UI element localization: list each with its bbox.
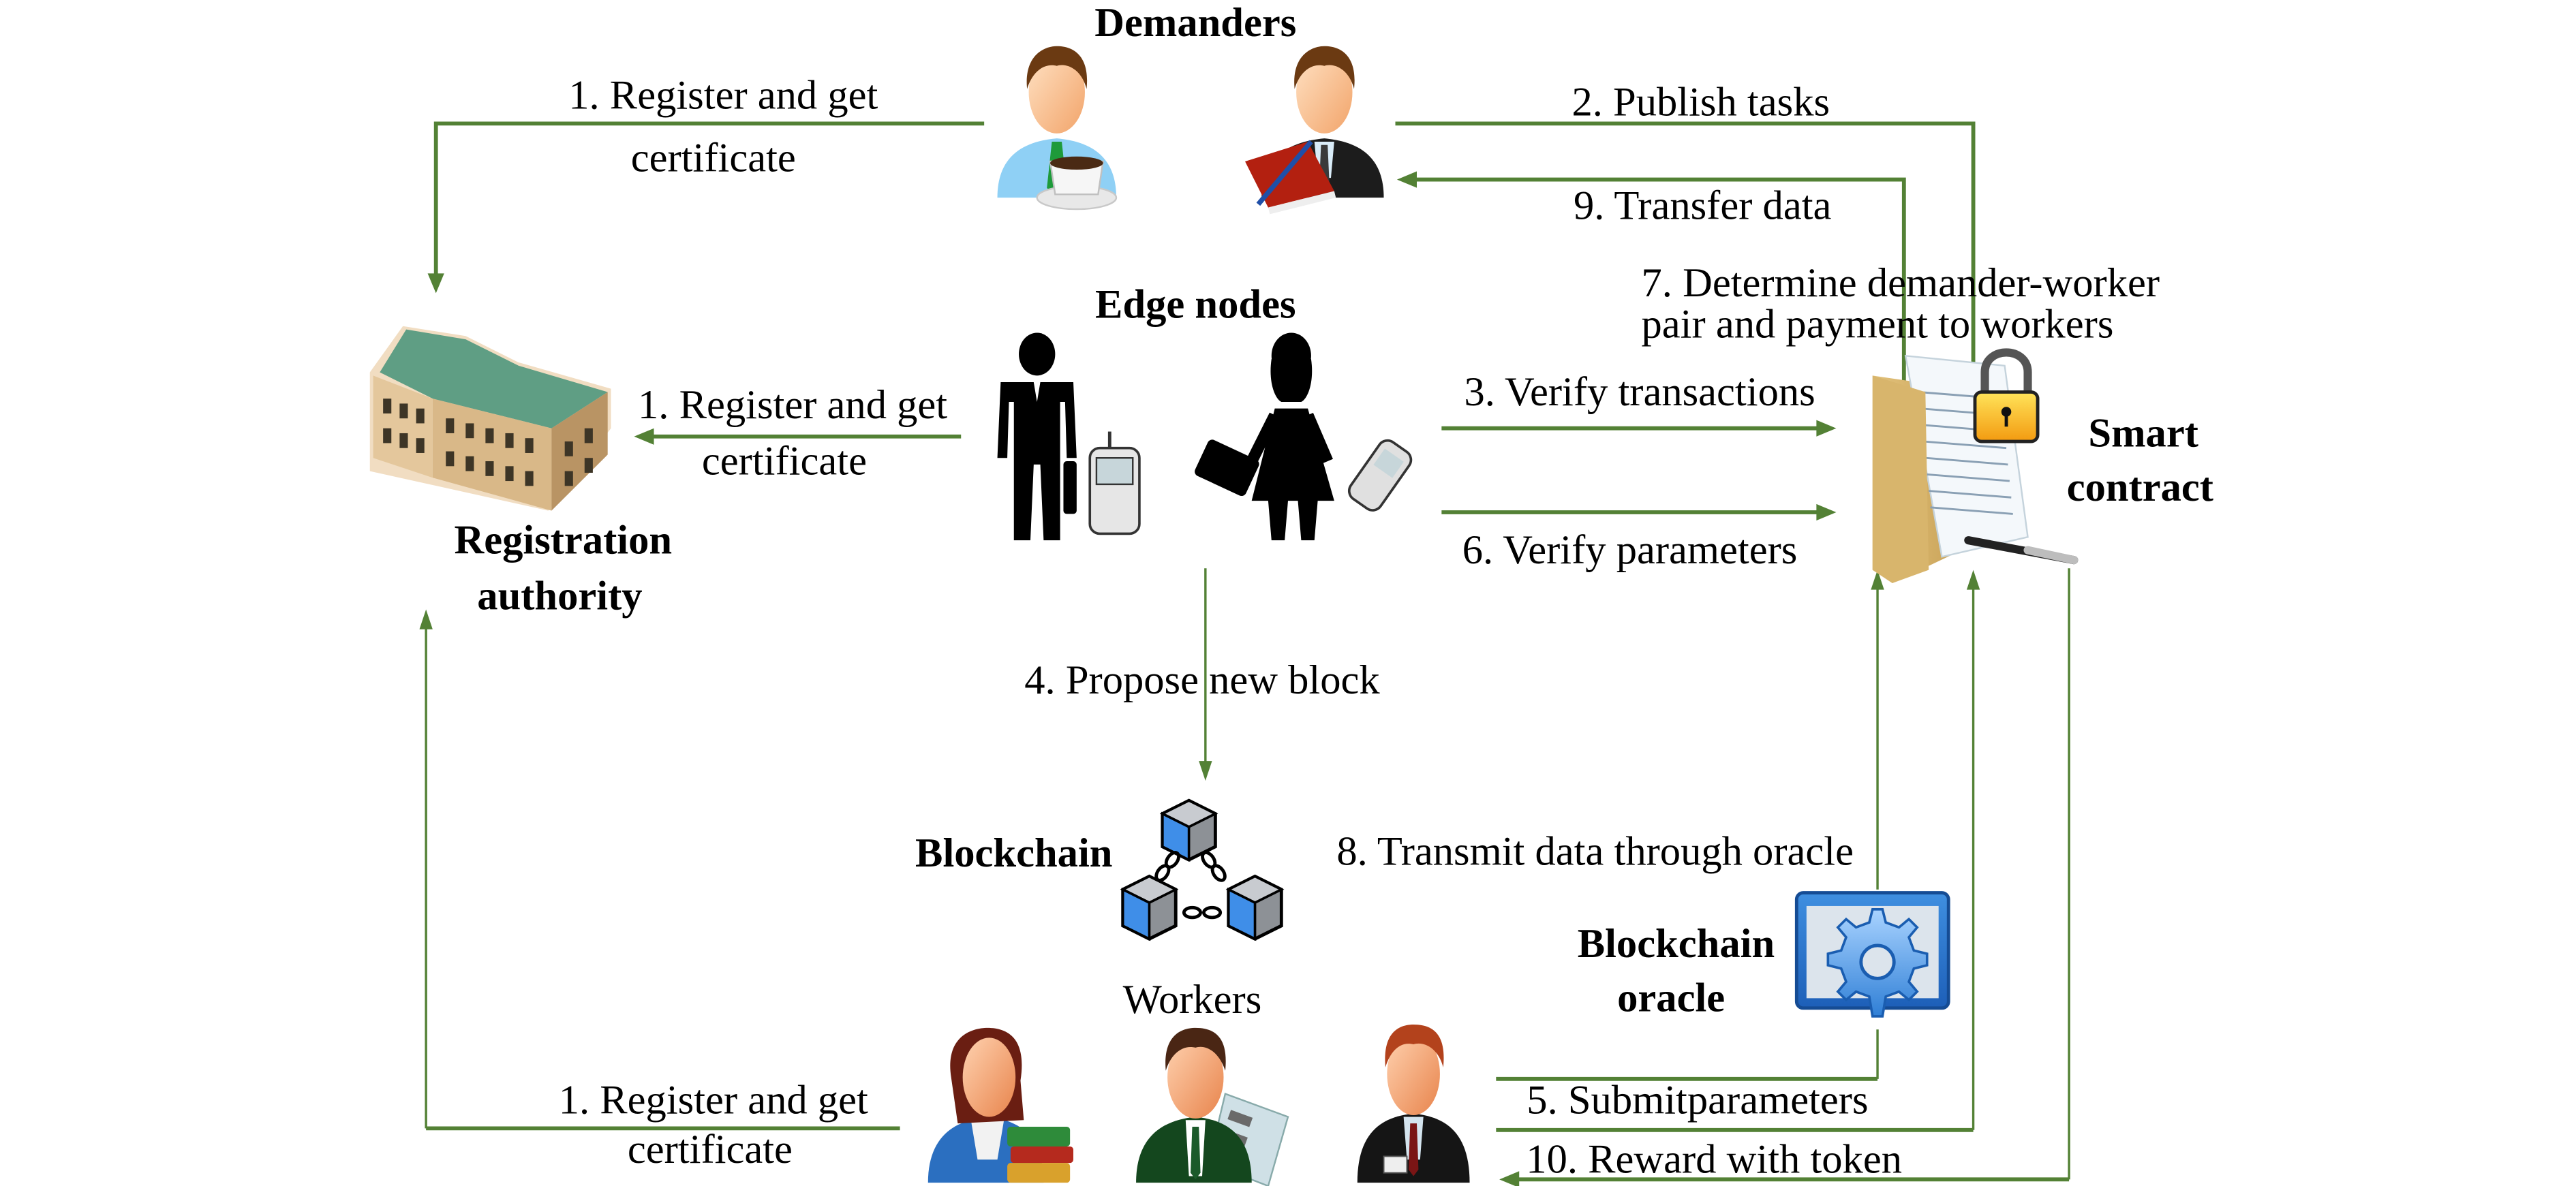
step-publish-tasks: 2. Publish tasks [1571,79,1830,125]
block-right [1225,874,1285,941]
arrow-submit-parameters-oracle [1496,1029,1879,1081]
arrow-verify-transactions [1441,420,1837,437]
arrow-verify-parameters [1441,503,1837,521]
arrow-reward-token [1499,568,2070,1186]
woman-books-icon [927,1027,1073,1183]
step-verify-parameters: 6. Verify parameters [1462,527,1798,573]
businessman-notebook-icon [1245,46,1384,215]
blockchain-label: Blockchain [915,830,1112,876]
step-determine-pair-line2: pair and payment to workers [1642,302,2114,347]
arrow-submit-parameters-contract [1496,569,1980,1132]
arrow-register-edge [634,428,962,445]
blockchain-oracle-label-line1: Blockchain [1578,921,1775,967]
man-phone-pictogram-icon [997,332,1141,541]
smart-contract-label-line2: contract [2067,465,2213,510]
registration-authority-label-line2: authority [477,574,642,619]
step-register-demanders-line1: 1. Register and get [568,73,878,119]
chained-blocks-icon [1120,798,1285,941]
man-badge-icon [1357,1025,1470,1183]
step-submit-parameters: 5. Submitparameters [1527,1078,1868,1123]
workers-label: Workers [1123,977,1262,1023]
arrow-propose-block [1199,568,1212,781]
step-determine-pair-line1: 7. Determine demander-worker [1642,260,2160,306]
step-reward-token: 10. Reward with token [1526,1137,1902,1183]
step-register-edge-line1: 1. Register and get [638,382,947,428]
blockchain-oracle-label-line2: oracle [1617,976,1725,1021]
businessman-coffee-icon [997,46,1118,210]
block-top [1159,798,1218,862]
gear-window-icon [1794,891,1950,1018]
arrow-register-demanders [427,121,985,294]
step-verify-transactions: 3. Verify transactions [1464,369,1815,415]
smart-contract-label-line1: Smart [2088,410,2198,456]
step-register-workers-line1: 1. Register and get [559,1078,868,1123]
arrow-transmit-oracle [1871,569,1884,890]
block-left [1120,874,1179,941]
step-register-demanders-line2: certificate [631,136,796,181]
woman-briefcase-pictogram-icon [1195,332,1413,541]
edge-nodes-label: Edge nodes [1095,282,1295,328]
demanders-label: Demanders [1094,0,1296,46]
locked-folder-contract-icon [1872,348,2079,583]
building-icon [369,326,611,511]
registration-authority-label-line1: Registration [454,518,672,563]
step-register-workers-line2: certificate [628,1127,793,1172]
arrow-register-workers [419,609,900,1131]
step-transmit-oracle: 8. Transmit data through oracle [1336,829,1854,875]
man-checklist-icon [1136,1027,1289,1186]
step-propose-block: 4. Propose new block [1024,657,1380,703]
arrow-transfer-data [1396,171,1906,424]
step-register-edge-line2: certificate [702,438,867,484]
step-transfer-data: 9. Transfer data [1574,183,1832,229]
